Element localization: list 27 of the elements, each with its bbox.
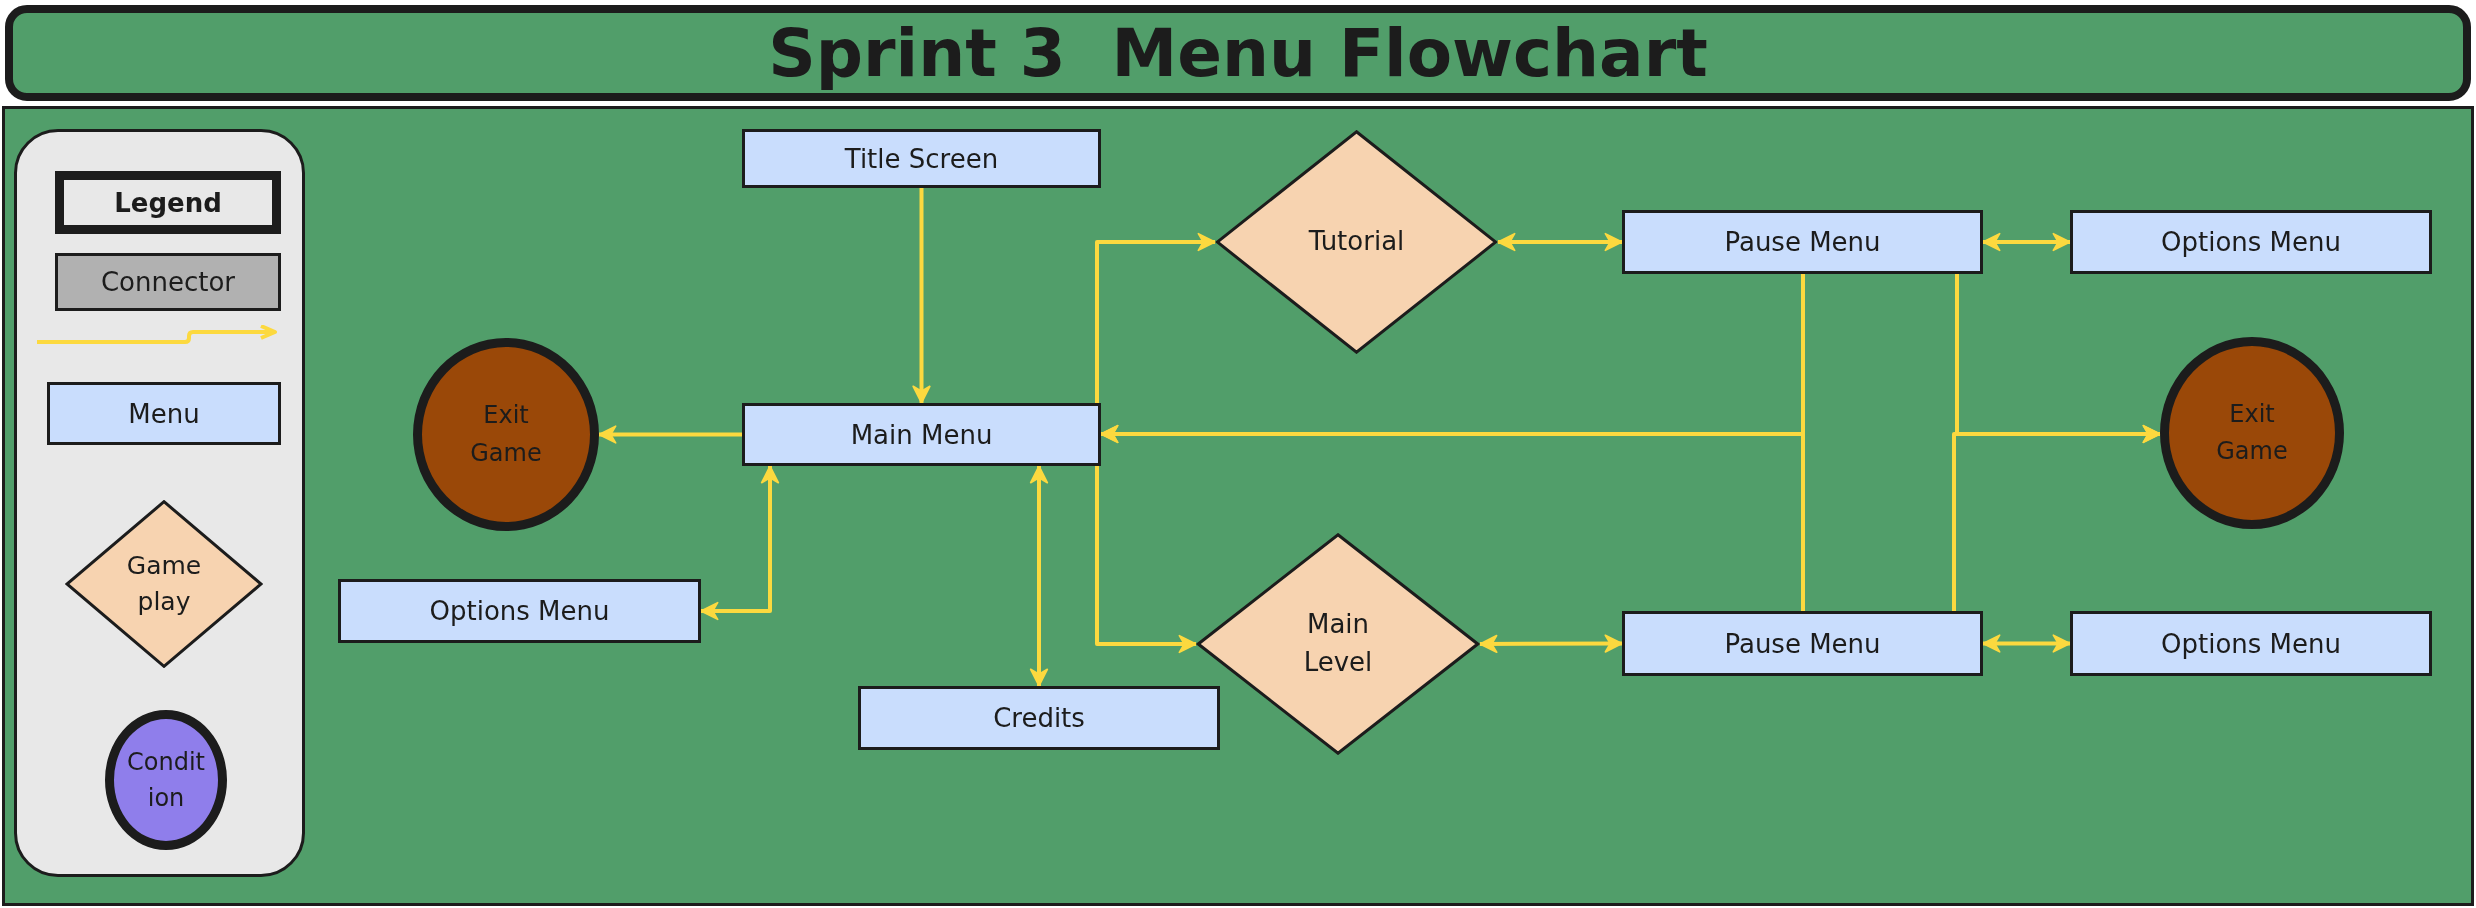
menu-box: Credits (858, 686, 1220, 750)
arrow (700, 465, 780, 621)
arrow (598, 425, 742, 444)
arrow (1952, 424, 2161, 611)
menu-box: Main Menu (742, 403, 1101, 466)
legend-title: Legend (55, 171, 281, 234)
arrow (1497, 232, 1623, 252)
arrow (1100, 424, 1805, 611)
menu-box: Options Menu (2070, 210, 2432, 274)
menu-box: Pause Menu (1622, 210, 1983, 274)
arrow (1982, 634, 2071, 653)
arrow (1479, 634, 1623, 654)
arrow (1029, 465, 1049, 687)
arrow (1095, 232, 1216, 403)
arrow (1982, 232, 2071, 252)
title: Sprint 3 Menu Flowchart (768, 14, 1708, 92)
gameplay-diamond: Tutorial (1215, 130, 1498, 354)
legend-swatch: Menu (47, 382, 281, 445)
legend-swatch: Game play (65, 500, 263, 668)
menu-box: Title Screen (742, 129, 1101, 188)
menu-box: Options Menu (338, 579, 701, 643)
gameplay-diamond: Main Level (1196, 533, 1480, 755)
arrow (912, 188, 931, 404)
legend-key-box: Connector (55, 253, 281, 311)
arrow (1095, 466, 1197, 654)
menu-box: Pause Menu (1622, 611, 1983, 676)
menu-box: Options Menu (2070, 611, 2432, 676)
